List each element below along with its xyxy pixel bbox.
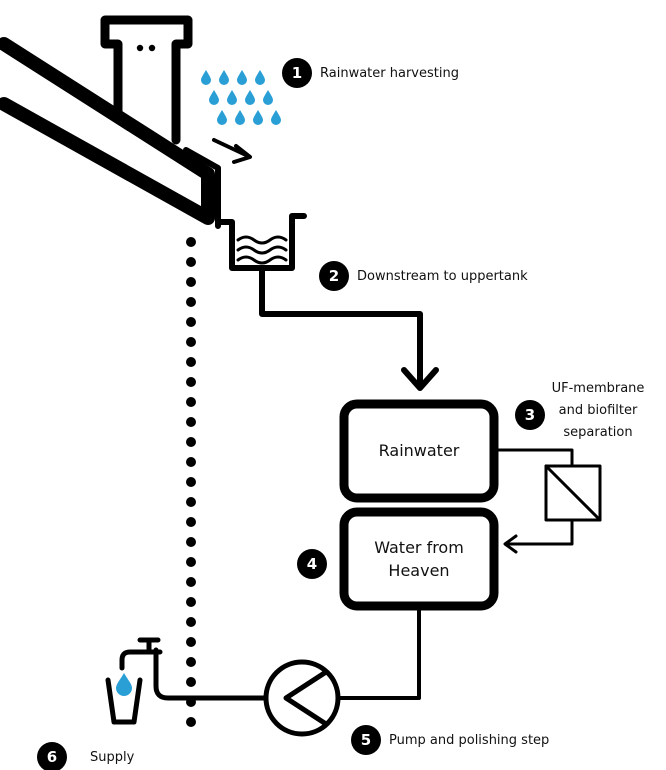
pump-icon xyxy=(263,659,341,737)
drain-dot xyxy=(186,257,196,267)
lower-tank-label-line-2: Heaven xyxy=(388,561,449,580)
chimney-dot xyxy=(148,44,156,52)
step-6-label: Supply xyxy=(90,750,135,765)
drain-dot xyxy=(186,317,196,327)
gutter-basin xyxy=(217,213,307,271)
step-3-label-line-3: separation xyxy=(563,425,632,440)
svg-text:3: 3 xyxy=(525,406,535,424)
raindrop-icon xyxy=(219,70,229,85)
drain-dot xyxy=(186,597,196,607)
drain-dot xyxy=(186,617,196,627)
raindrop-icon xyxy=(227,90,237,105)
drain-dot xyxy=(186,657,196,667)
upper-tank-rainwater: Rainwater xyxy=(339,399,499,503)
lower-tank-water-from-heaven: Water from Heaven xyxy=(339,507,499,611)
gutter-edge xyxy=(183,147,221,229)
drain-dot xyxy=(186,277,196,287)
raindrop-icon xyxy=(253,110,263,125)
raindrop-icon xyxy=(255,70,265,85)
drain-dot xyxy=(186,497,196,507)
svg-text:2: 2 xyxy=(329,267,339,285)
raindrop-icon xyxy=(217,110,227,125)
lower-tank-label-line-1: Water from xyxy=(374,538,464,557)
drain-dot xyxy=(186,557,196,567)
step-1-label: Rainwater harvesting xyxy=(320,66,459,81)
svg-text:5: 5 xyxy=(361,731,371,749)
dotted-drain-line xyxy=(186,237,196,727)
drain-dot xyxy=(186,357,196,367)
glass-icon xyxy=(105,677,143,725)
tap-icon xyxy=(119,637,163,671)
drain-dot xyxy=(186,437,196,447)
step-3-label-line-1: UF-membrane xyxy=(552,381,645,396)
upper-tank-label: Rainwater xyxy=(379,441,460,460)
pipe-tank-to-pump xyxy=(336,608,421,700)
drain-dot xyxy=(186,377,196,387)
drain-dot xyxy=(186,517,196,527)
drain-dot xyxy=(186,537,196,547)
raindrop-icon xyxy=(201,70,211,85)
roof xyxy=(0,37,221,229)
raindrop-icon xyxy=(263,90,273,105)
step-4-badge: 4 xyxy=(297,549,327,579)
drain-dot xyxy=(186,397,196,407)
drain-dot xyxy=(186,637,196,647)
drain-dot xyxy=(186,577,196,587)
drain-dot xyxy=(186,297,196,307)
raindrop-icon xyxy=(271,110,281,125)
chimney xyxy=(100,15,193,145)
step-5-label: Pump and polishing step xyxy=(389,733,549,748)
svg-text:1: 1 xyxy=(292,64,302,82)
raindrop-icon xyxy=(245,90,255,105)
chimney-dot xyxy=(136,44,144,52)
step-5-badge: 5 xyxy=(351,725,381,755)
roof-flow-arrow-icon xyxy=(212,138,252,164)
downpipe xyxy=(259,267,439,391)
svg-text:4: 4 xyxy=(307,555,317,573)
svg-text:6: 6 xyxy=(47,748,57,766)
drain-dot xyxy=(186,677,196,687)
step-1-badge: 1 xyxy=(282,58,312,88)
raindrop-icon xyxy=(237,70,247,85)
uf-membrane-filter xyxy=(496,448,602,554)
drain-dot xyxy=(186,337,196,347)
drain-dot xyxy=(186,237,196,247)
drain-dot xyxy=(186,717,196,727)
step-3-label-line-2: and biofilter xyxy=(559,403,638,418)
water-drop-icon xyxy=(116,673,132,696)
step-2-label: Downstream to uppertank xyxy=(357,269,528,284)
step-3-badge: 3 xyxy=(515,400,545,430)
pipe-pump-to-tap xyxy=(153,647,269,701)
step-2-badge: 2 xyxy=(319,261,349,291)
drain-dot xyxy=(186,457,196,467)
drain-dot xyxy=(186,417,196,427)
rain-drops xyxy=(201,70,281,125)
drain-dot xyxy=(186,477,196,487)
step-6-badge: 6 xyxy=(37,742,67,770)
raindrop-icon xyxy=(209,90,219,105)
raindrop-icon xyxy=(235,110,245,125)
